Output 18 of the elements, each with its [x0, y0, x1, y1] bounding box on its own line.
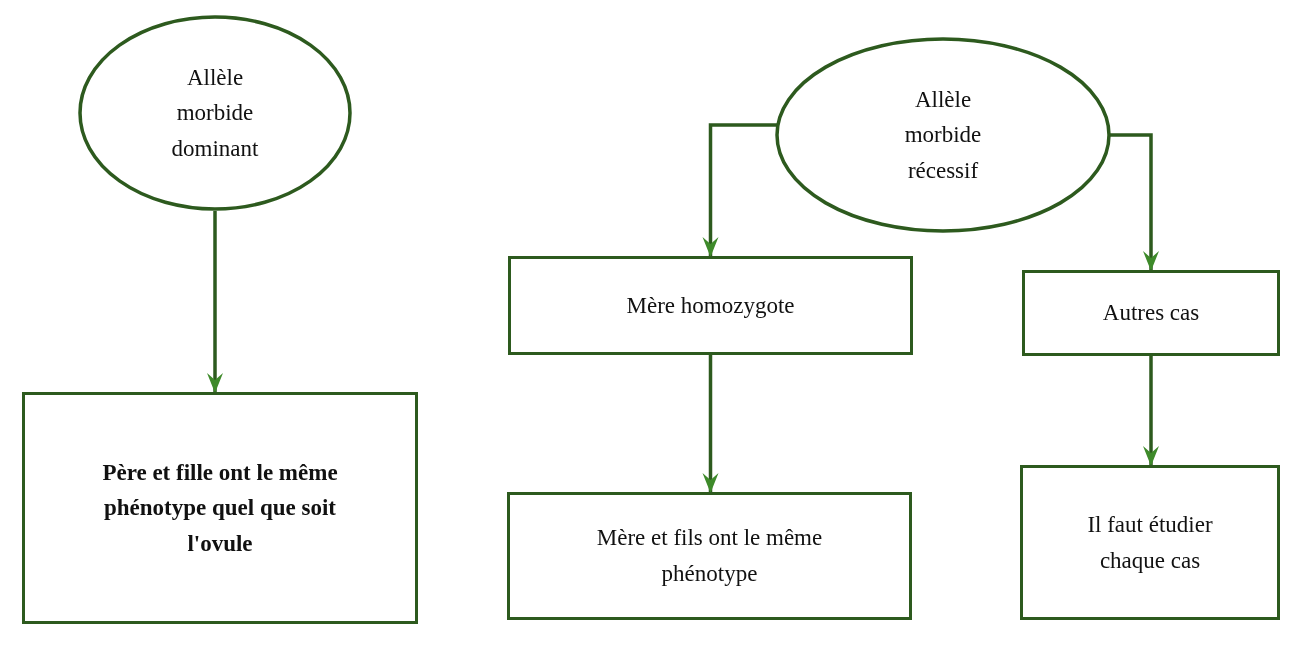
process-box [507, 492, 912, 620]
node-text: Allèle morbide dominant [170, 63, 260, 163]
process-box [508, 256, 913, 355]
process-box [22, 392, 418, 624]
arrow [702, 123, 777, 257]
ellipse-node [775, 37, 1111, 233]
node-text: Mère et fils ont le même phénotype [595, 524, 824, 588]
arrow [207, 211, 223, 393]
node-text: Mère homozygote [626, 291, 795, 320]
ellipse-node [78, 15, 352, 211]
process-box [1022, 270, 1280, 356]
node-text: Père et fille ont le même phénotype quel que soit l'ovule [101, 458, 339, 558]
node-text: Il faut étudier chaque cas [1086, 510, 1214, 575]
arrow [702, 355, 719, 493]
arrow [1143, 356, 1159, 466]
node-text: Autres cas [1102, 299, 1200, 328]
process-box [1020, 465, 1280, 620]
node-text: Allèle morbide récessif [903, 85, 983, 185]
